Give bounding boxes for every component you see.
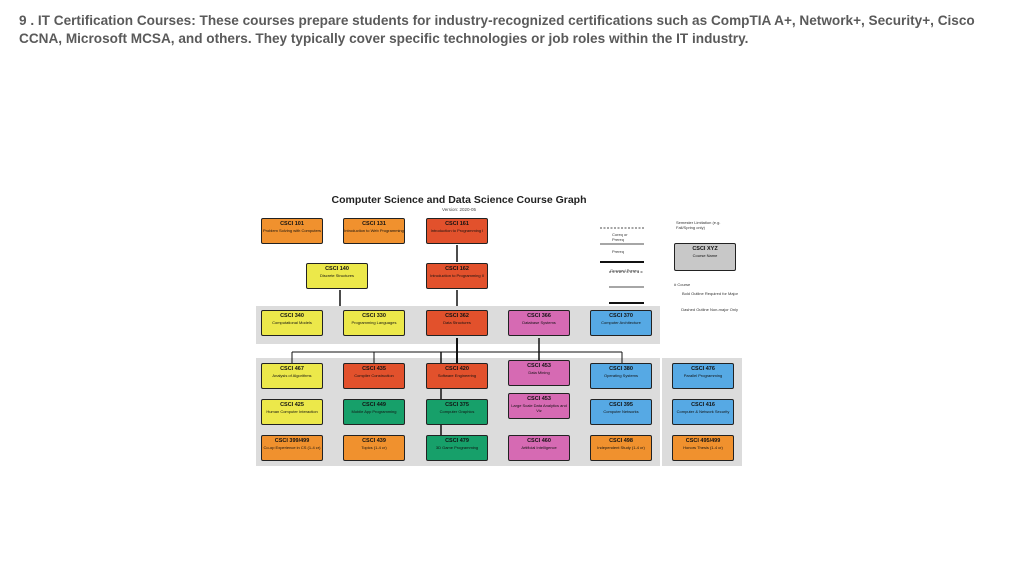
legend-dashed-label: Coreq or Prereq — [612, 232, 628, 242]
slide-caption: 9 . IT Certification Courses: These cour… — [19, 13, 975, 46]
legend-thick-label: Grouped Prereq — [610, 268, 639, 273]
legend-thin-label: Prereq — [612, 249, 625, 254]
legend-arrow-samples — [600, 227, 644, 263]
legend-semester-limit: Semester Limitation (e.g. Fall/Spring on… — [676, 220, 721, 230]
legend-course-note: # Course — [674, 282, 691, 287]
figure-version: Version: 2020-05 — [441, 207, 477, 212]
course-graph-figure: Computer Science and Data Science Course… — [256, 188, 662, 468]
legend-dashed-note: Dashed Outline Non-major Only — [681, 307, 738, 312]
legend-bold-note: Bold Outline Required for Major — [681, 291, 738, 296]
figure-title: Computer Science and Data Science Course… — [331, 194, 587, 206]
